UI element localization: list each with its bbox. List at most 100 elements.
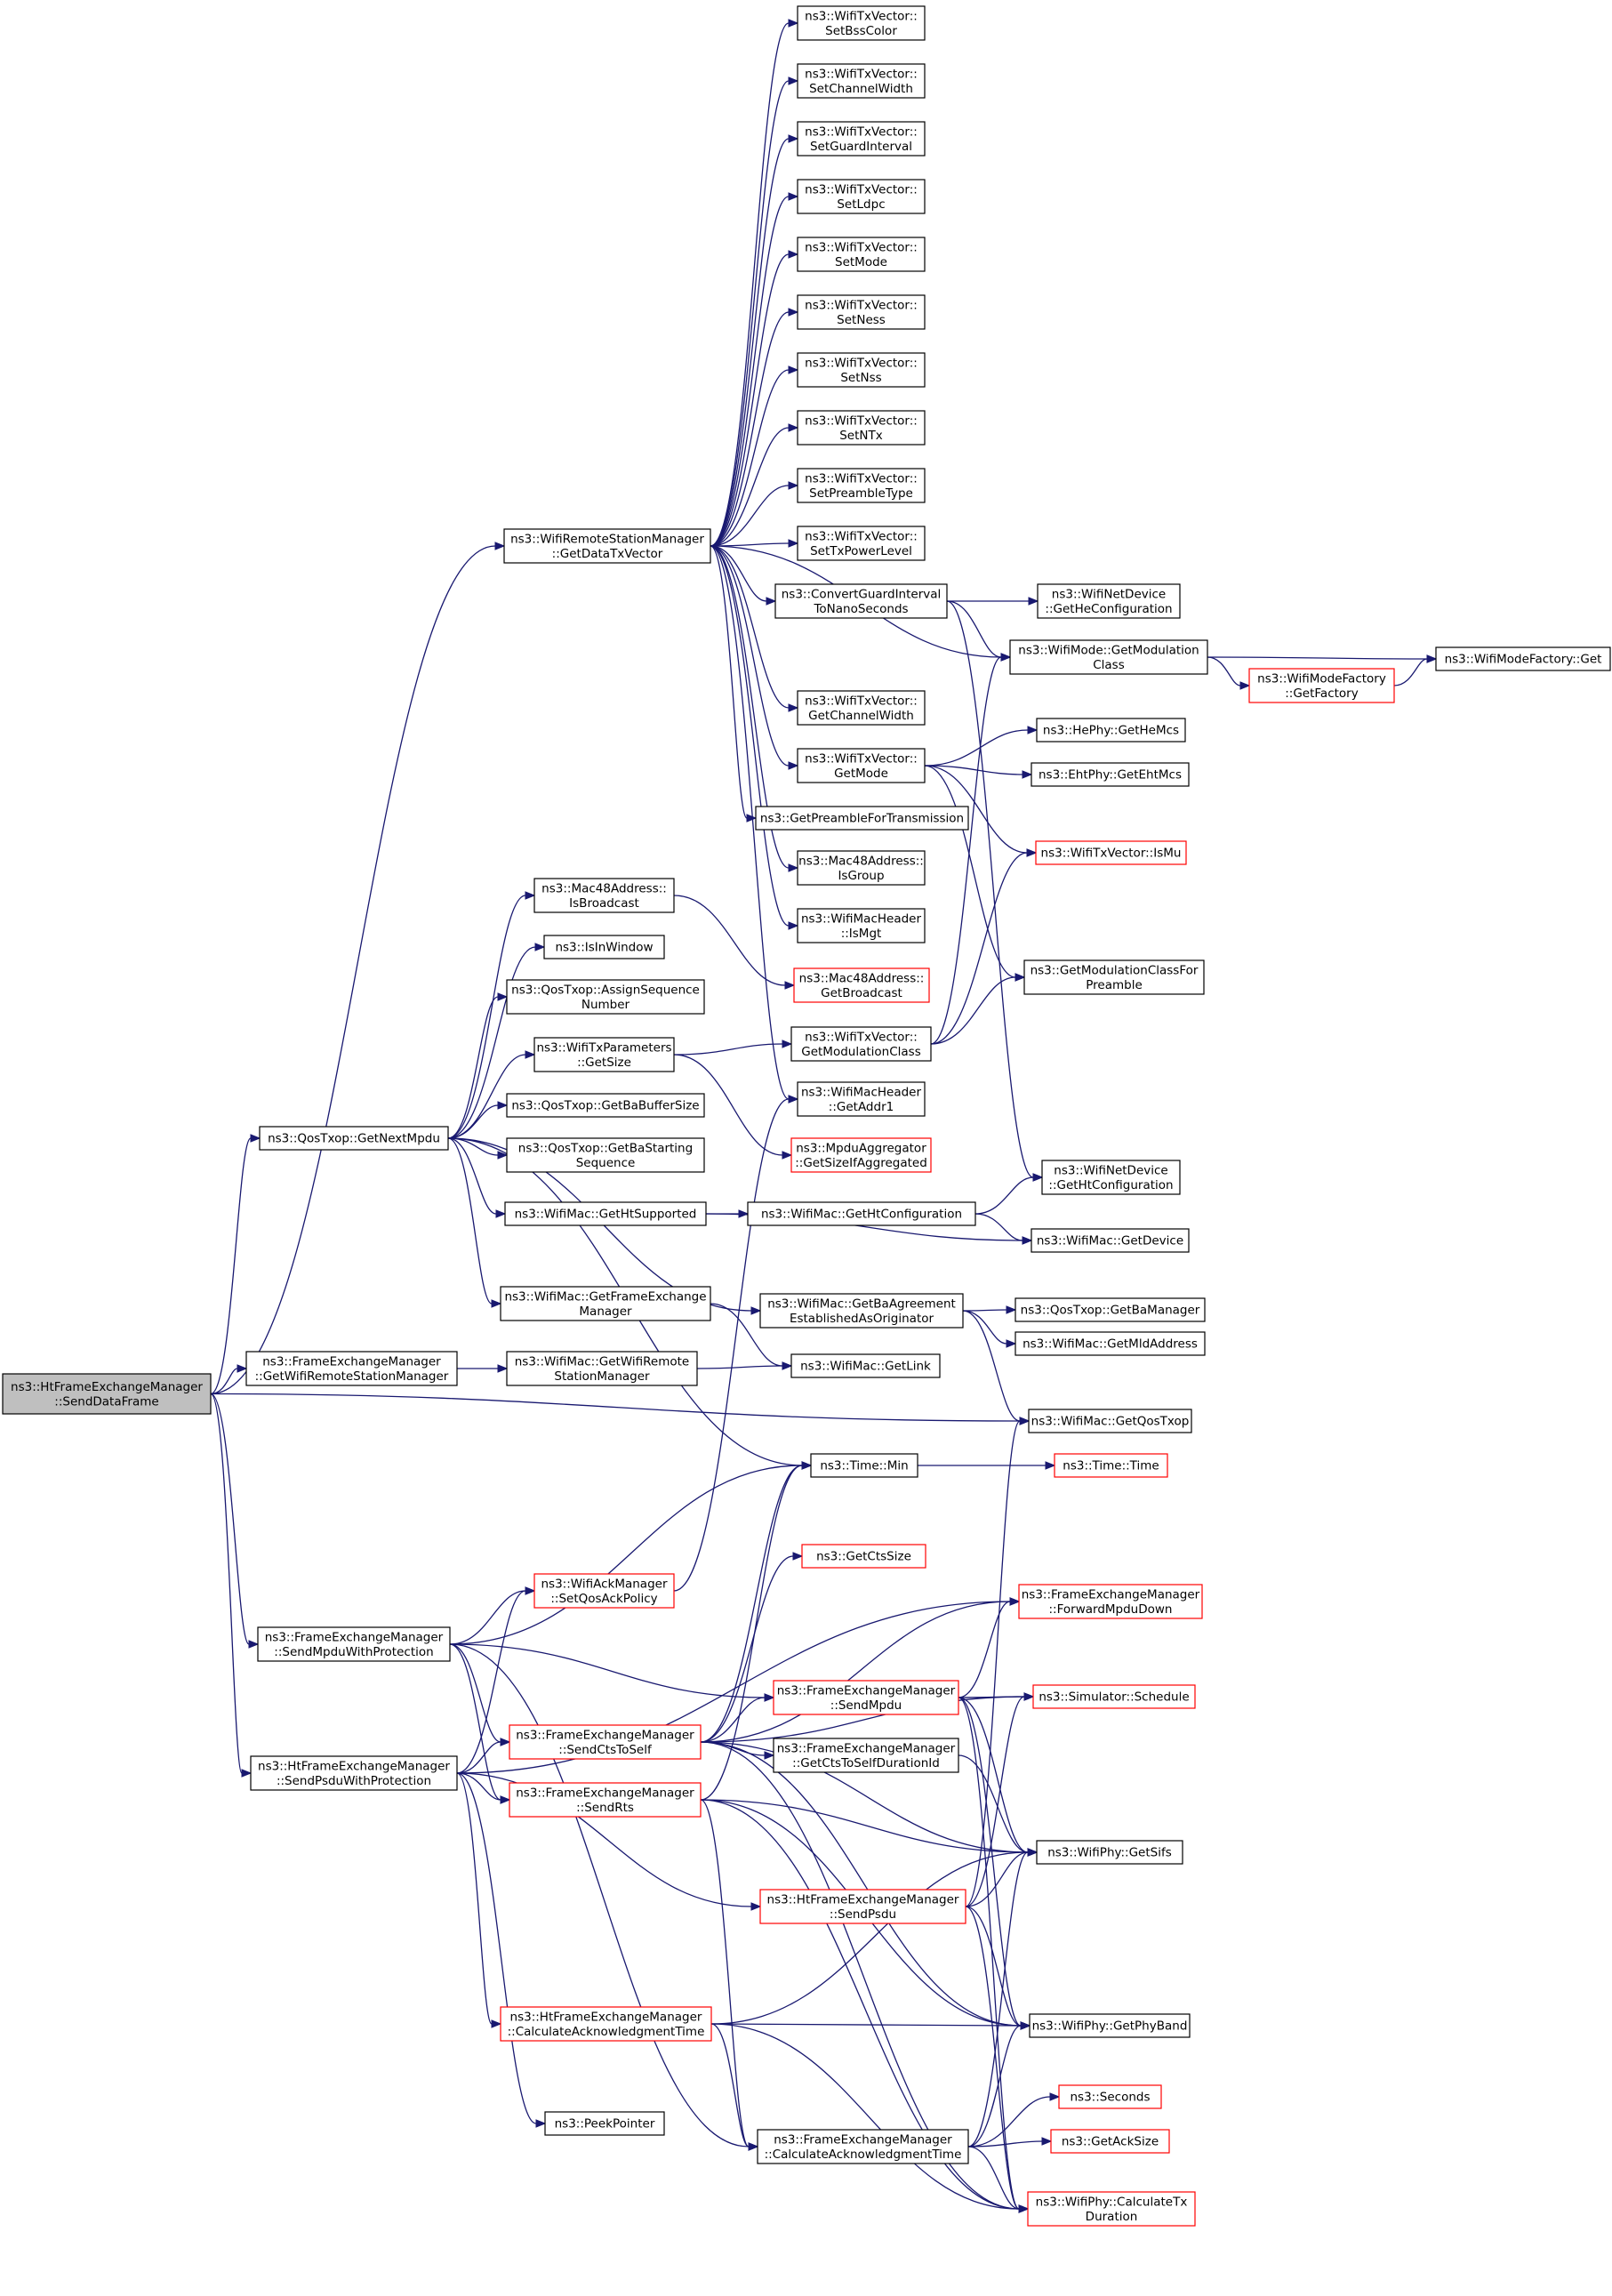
node-label-line: ns3::WifiTxVector:: — [805, 529, 918, 543]
node-box — [797, 237, 926, 272]
node-root[interactable]: ns3::HtFrameExchangeManager::SendDataFra… — [2, 1373, 212, 1415]
node-layer: ns3::HtFrameExchangeManager::SendDataFra… — [2, 5, 1611, 2227]
node-get-ht-supported[interactable]: ns3::WifiMac::GetHtSupported — [504, 1201, 707, 1226]
node-get-mld-address[interactable]: ns3::WifiMac::GetMldAddress — [1015, 1331, 1206, 1356]
node-get-ack-size[interactable]: ns3::GetAckSize — [1050, 2129, 1170, 2154]
node-is-broadcast[interactable]: ns3::Mac48Address::IsBroadcast — [533, 878, 675, 913]
node-is-group[interactable]: ns3::Mac48Address::IsGroup — [797, 850, 926, 886]
node-get-ht-configuration[interactable]: ns3::WifiMac::GetHtConfiguration — [747, 1201, 976, 1226]
node-seconds[interactable]: ns3::Seconds — [1058, 2084, 1162, 2109]
node-fem-calc-ack-time[interactable]: ns3::FrameExchangeManager::CalculateAckn… — [757, 2129, 969, 2164]
node-get-broadcast[interactable]: ns3::Mac48Address::GetBroadcast — [793, 967, 930, 1003]
edge-send-psdu-to-calc-tx-duration — [965, 1906, 1030, 2213]
node-is-mgt[interactable]: ns3::WifiMacHeader::IsMgt — [797, 908, 926, 943]
node-get-ht-configuration-dev[interactable]: ns3::WifiNetDevice::GetHtConfiguration — [1041, 1160, 1181, 1195]
node-is-mu[interactable]: ns3::WifiTxVector::IsMu — [1035, 840, 1187, 865]
node-get-data-tx-vector[interactable]: ns3::WifiRemoteStationManager::GetDataTx… — [503, 528, 711, 564]
node-get-ba-manager[interactable]: ns3::QosTxop::GetBaManager — [1015, 1297, 1206, 1322]
node-set-qos-ack-policy[interactable]: ns3::WifiAckManager::SetQosAckPolicy — [533, 1573, 675, 1609]
edge-get-data-tx-vector-to-set-bss-color — [710, 19, 799, 547]
edge-get-mode-to-get-eht-mcs — [924, 765, 1033, 779]
node-set-channel-width[interactable]: ns3::WifiTxVector::SetChannelWidth — [797, 63, 926, 99]
node-send-rts[interactable]: ns3::FrameExchangeManager::SendRts — [509, 1782, 702, 1818]
node-get-preamble-for-tx[interactable]: ns3::GetPreambleForTransmission — [755, 806, 969, 831]
node-set-tx-power-level[interactable]: ns3::WifiTxVector::SetTxPowerLevel — [797, 526, 926, 561]
node-mode-factory-get[interactable]: ns3::WifiModeFactory::Get — [1435, 646, 1611, 671]
node-label-line: ns3::QosTxop::AssignSequence — [511, 983, 700, 997]
node-label-line: ns3::HtFrameExchangeManager — [11, 1380, 203, 1394]
node-set-ntx[interactable]: ns3::WifiTxVector::SetNTx — [797, 410, 926, 446]
edge-send-cts-to-self-to-send-mpdu — [700, 1693, 775, 1743]
node-label-line: ns3::FrameExchangeManager — [777, 1741, 956, 1755]
node-label-line: SetNss — [840, 371, 881, 385]
node-label-line: ns3::WifiTxVector:: — [805, 67, 918, 81]
node-send-psdu-with-protection[interactable]: ns3::HtFrameExchangeManager::SendPsduWit… — [250, 1755, 458, 1791]
node-get-phy-band[interactable]: ns3::WifiPhy::GetPhyBand — [1029, 2013, 1191, 2038]
node-get-he-configuration[interactable]: ns3::WifiNetDevice::GetHeConfiguration — [1037, 583, 1181, 619]
node-set-nss[interactable]: ns3::WifiTxVector::SetNss — [797, 352, 926, 388]
node-get-channel-width[interactable]: ns3::WifiTxVector::GetChannelWidth — [797, 690, 926, 726]
node-schedule[interactable]: ns3::Simulator::Schedule — [1032, 1684, 1196, 1709]
node-send-mpdu-with-protection[interactable]: ns3::FrameExchangeManager::SendMpduWithP… — [257, 1626, 451, 1662]
node-get-sifs[interactable]: ns3::WifiPhy::GetSifs — [1036, 1840, 1183, 1865]
node-time-time[interactable]: ns3::Time::Time — [1054, 1453, 1168, 1478]
node-fem-get-remote-sm[interactable]: ns3::FrameExchangeManager::GetWifiRemote… — [245, 1351, 458, 1386]
node-is-in-window[interactable]: ns3::IsInWindow — [543, 935, 665, 959]
node-set-bss-color[interactable]: ns3::WifiTxVector::SetBssColor — [797, 5, 926, 41]
node-get-size-if-aggregated[interactable]: ns3::MpduAggregator::GetSizeIfAggregated — [790, 1137, 932, 1173]
node-send-psdu[interactable]: ns3::HtFrameExchangeManager::SendPsdu — [759, 1889, 966, 1924]
node-box — [1248, 668, 1395, 703]
node-get-device[interactable]: ns3::WifiMac::GetDevice — [1031, 1228, 1190, 1253]
node-mac-get-remote-sm[interactable]: ns3::WifiMac::GetWifiRemoteStationManage… — [506, 1351, 698, 1386]
node-set-preamble-type[interactable]: ns3::WifiTxVector::SetPreambleType — [797, 468, 926, 503]
node-forward-mpdu-down[interactable]: ns3::FrameExchangeManager::ForwardMpduDo… — [1018, 1584, 1203, 1619]
node-get-eht-mcs[interactable]: ns3::EhtPhy::GetEhtMcs — [1031, 762, 1190, 787]
node-get-qos-txop[interactable]: ns3::WifiMac::GetQosTxop — [1028, 1409, 1192, 1433]
node-box — [1041, 1160, 1181, 1195]
node-ht-calc-ack-time[interactable]: ns3::HtFrameExchangeManager::CalculateAc… — [500, 2006, 712, 2042]
node-label-line: EstablishedAsOriginator — [790, 1312, 934, 1326]
node-get-cts-size[interactable]: ns3::GetCtsSize — [801, 1544, 926, 1569]
node-send-cts-to-self[interactable]: ns3::FrameExchangeManager::SendCtsToSelf — [509, 1724, 702, 1760]
node-box — [1050, 2129, 1170, 2154]
node-set-ldpc[interactable]: ns3::WifiTxVector::SetLdpc — [797, 179, 926, 214]
node-get-modulation-class[interactable]: ns3::WifiMode::GetModulationClass — [1009, 639, 1208, 675]
node-box — [500, 1286, 711, 1321]
node-get-addr1[interactable]: ns3::WifiMacHeader::GetAddr1 — [797, 1081, 926, 1117]
node-set-mode[interactable]: ns3::WifiTxVector::SetMode — [797, 237, 926, 272]
node-set-guard-interval[interactable]: ns3::WifiTxVector::SetGuardInterval — [797, 121, 926, 157]
node-get-ba-buffer-size[interactable]: ns3::QosTxop::GetBaBufferSize — [506, 1093, 705, 1118]
node-get-cts-to-self-duration-id[interactable]: ns3::FrameExchangeManager::GetCtsToSelfD… — [773, 1738, 959, 1773]
node-tx-params-get-size[interactable]: ns3::WifiTxParameters::GetSize — [533, 1037, 675, 1072]
edge-get-data-tx-vector-to-set-channel-width — [710, 76, 799, 547]
node-get-next-mpdu[interactable]: ns3::QosTxop::GetNextMpdu — [259, 1126, 449, 1151]
node-label-line: ns3::Mac48Address:: — [798, 854, 924, 868]
node-get-he-mcs[interactable]: ns3::HePhy::GetHeMcs — [1036, 718, 1186, 743]
edge-get-data-tx-vector-to-get-mode — [710, 545, 799, 770]
node-tx-vec-get-mod-class[interactable]: ns3::WifiTxVector::GetModulationClass — [790, 1026, 932, 1062]
node-get-ba-agreement[interactable]: ns3::WifiMac::GetBaAgreementEstablishedA… — [759, 1293, 964, 1329]
node-label-line: ::GetHtConfiguration — [1048, 1178, 1173, 1192]
node-send-mpdu[interactable]: ns3::FrameExchangeManager::SendMpdu — [773, 1680, 959, 1715]
node-label-line: ns3::Time::Time — [1063, 1459, 1159, 1473]
node-set-ness[interactable]: ns3::WifiTxVector::SetNess — [797, 294, 926, 330]
node-get-mode[interactable]: ns3::WifiTxVector::GetMode — [797, 748, 926, 783]
node-box — [1036, 718, 1186, 743]
node-box — [500, 2006, 712, 2042]
node-label-line: ns3::WifiPhy::GetSifs — [1047, 1846, 1172, 1860]
node-time-min[interactable]: ns3::Time::Min — [810, 1453, 918, 1478]
node-label-line: ns3::WifiMac::GetMldAddress — [1023, 1337, 1198, 1352]
node-get-link[interactable]: ns3::WifiMac::GetLink — [790, 1353, 941, 1378]
node-label-line: ::SendPsdu — [830, 1907, 896, 1922]
edge-fem-calc-ack-time-to-get-ack-size — [967, 2137, 1053, 2147]
edge-get-next-mpdu-to-is-broadcast — [447, 891, 536, 1139]
node-peek-pointer[interactable]: ns3::PeekPointer — [544, 2111, 665, 2136]
node-get-factory[interactable]: ns3::WifiModeFactory::GetFactory — [1248, 668, 1395, 703]
